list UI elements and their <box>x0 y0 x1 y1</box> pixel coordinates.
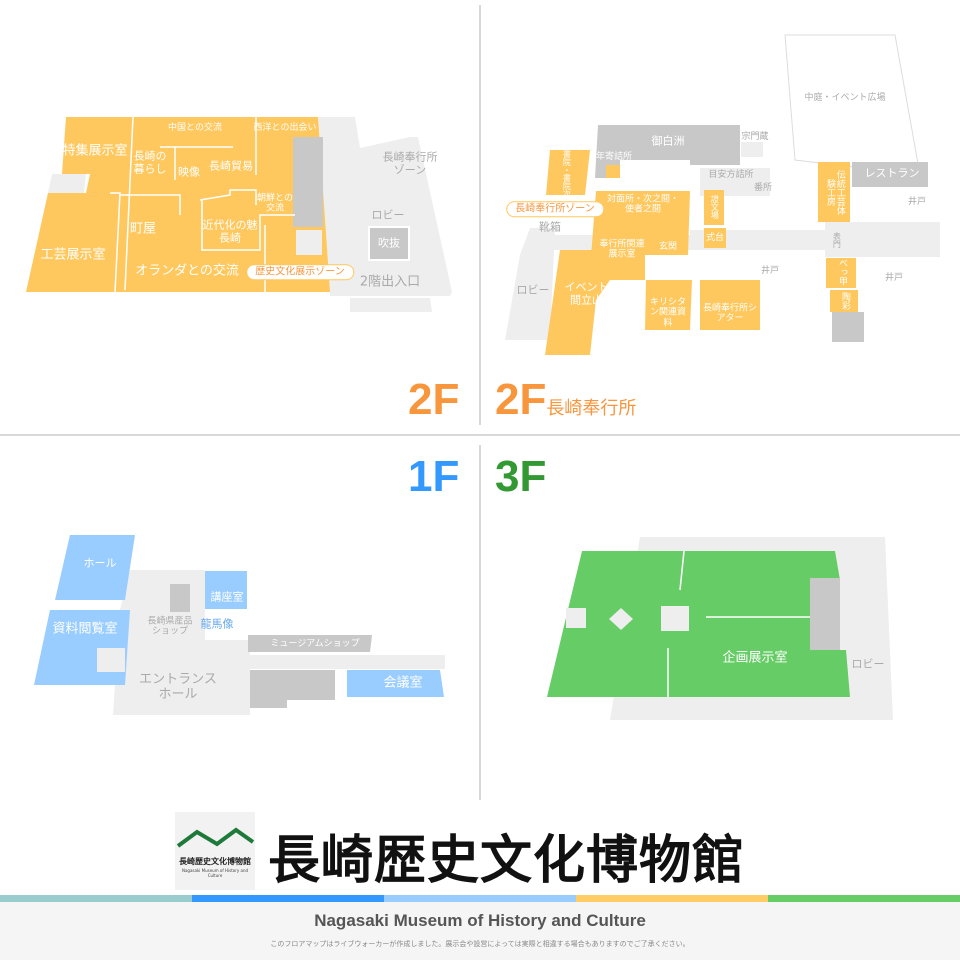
floor-label-2f-sub: 長崎奉行所 <box>546 398 637 418</box>
stripe <box>384 895 576 902</box>
lobby-3f: ロビー <box>851 657 885 671</box>
mountain-logo-icon <box>176 827 255 848</box>
room-kogei[interactable]: 工芸展示室 <box>40 247 106 263</box>
nakaniwa[interactable]: 中庭・イベント広場 <box>804 92 886 103</box>
floor-2f-bugyosho-map <box>505 34 940 355</box>
room-koza[interactable]: 講座室 <box>210 590 244 604</box>
room-chosen[interactable]: 朝鮮との交流 <box>257 193 293 214</box>
room-kikaku[interactable]: 企画展示室 <box>722 650 788 666</box>
stripe <box>576 895 768 902</box>
floor-2f-map <box>26 116 452 312</box>
floor-label-2f-bugyosho: 2F長崎奉行所 <box>495 378 636 422</box>
logo-text: 長崎歴史文化博物館 <box>179 857 251 866</box>
stripe <box>0 895 192 902</box>
room-tosai[interactable]: 陶彩 <box>839 292 850 310</box>
room-kaigi[interactable]: 会議室 <box>383 675 423 691</box>
room-theater[interactable]: 長崎奉行所シアター <box>702 303 757 324</box>
floor-label-3f: 3F <box>495 452 547 501</box>
room-genkan[interactable]: 玄関 <box>658 241 678 252</box>
room-hall[interactable]: ホール <box>83 556 117 570</box>
disclaimer: このフロアマップはライブウォーカーが作成しました。展示会や設営によっては実際と相… <box>270 940 690 948</box>
room-meyasu[interactable]: 目安方詰所 <box>708 169 754 180</box>
room-event[interactable]: イベントの間立山亭 <box>564 280 620 306</box>
color-stripes <box>0 895 960 902</box>
room-shikidai[interactable]: 式台 <box>705 232 725 243</box>
room-eizo[interactable]: 映像 <box>178 165 200 179</box>
floor-1f-map <box>34 535 445 715</box>
room-boeki[interactable]: 長崎貿易 <box>209 159 253 173</box>
floor-label-2f-b: 2F <box>495 375 547 424</box>
ido-2: 井戸 <box>907 196 927 207</box>
room-oshirasu[interactable]: 御白洲 <box>651 134 685 148</box>
ryoma-statue: 龍馬像 <box>200 617 234 631</box>
footer: Nagasaki Museum of History and Culture こ… <box>0 902 960 960</box>
museum-shop[interactable]: ミュージアムショップ <box>270 638 360 649</box>
floor-3f-map <box>547 537 893 720</box>
ido-3: 井戸 <box>884 272 904 283</box>
room-machiya[interactable]: 町屋 <box>129 221 157 237</box>
museum-title: 長崎歴史文化博物館 <box>268 831 746 891</box>
lobby-2f: ロビー <box>371 208 405 222</box>
english-title: Nagasaki Museum of History and Culture <box>314 911 646 930</box>
museum-logo: 長崎歴史文化博物館 Nagasaki Museum of History and… <box>175 812 255 890</box>
floor-label-2f: 2F <box>408 375 460 424</box>
zone-badge-bugyo: 長崎奉行所ゾーン <box>506 201 604 217</box>
room-shiryo[interactable]: 資料閲覧室 <box>52 621 118 637</box>
bugyo-zone-link[interactable]: 長崎奉行所ゾーン <box>382 150 438 176</box>
floor-label-1f: 1F <box>408 452 460 501</box>
room-kirishitan[interactable]: キリシタン関連資料 <box>649 297 686 329</box>
zone-badge-history: 歴史文化展示ゾーン <box>246 264 354 280</box>
room-shomon[interactable]: 證文場 <box>710 195 720 219</box>
entrance-2f: 2階出入口 <box>359 274 421 290</box>
fukinuke: 吹抜 <box>378 236 400 250</box>
restaurant[interactable]: レストラン <box>864 166 920 180</box>
logo-en: Nagasaki Museum of History and Culture <box>181 868 249 878</box>
room-oranda[interactable]: オランダとの交流 <box>135 263 239 279</box>
ido-1: 井戸 <box>760 265 780 276</box>
room-shoin[interactable]: 書院・書院次之間 <box>562 150 572 214</box>
room-bekko[interactable]: べっ甲 <box>836 258 847 286</box>
lobby-bugyo: ロビー <box>516 283 550 297</box>
room-bugyo-exhibit[interactable]: 奉行所関連展示室 <box>599 239 645 260</box>
room-shumongura[interactable]: 宗門蔵 <box>741 131 769 142</box>
room-kogei-taiken[interactable]: 伝統工芸体験工房 <box>825 169 845 215</box>
entrance-hall: エントランスホール <box>139 672 217 702</box>
room-tokushu[interactable]: 特集展示室 <box>62 143 128 159</box>
room-seiyo[interactable]: 西洋との出会い <box>253 122 317 133</box>
kutsubako: 靴箱 <box>539 220 561 234</box>
room-toshiyori[interactable]: 年寄詰所 <box>595 151 633 162</box>
stripe <box>192 895 384 902</box>
floor-map <box>0 5 960 800</box>
omotemon: 表門 <box>832 232 842 248</box>
room-kindai[interactable]: 近代化の魅長崎 <box>202 218 258 244</box>
stripe <box>768 895 960 902</box>
room-taimen[interactable]: 対面所・次之間・使者之間 <box>606 194 679 215</box>
room-kurashi[interactable]: 長崎の暮らし <box>133 149 167 175</box>
room-bansho[interactable]: 番所 <box>753 182 773 193</box>
kensan-shop[interactable]: 長崎県産品ショップ <box>147 616 193 637</box>
room-chugoku[interactable]: 中国との交流 <box>168 122 222 133</box>
